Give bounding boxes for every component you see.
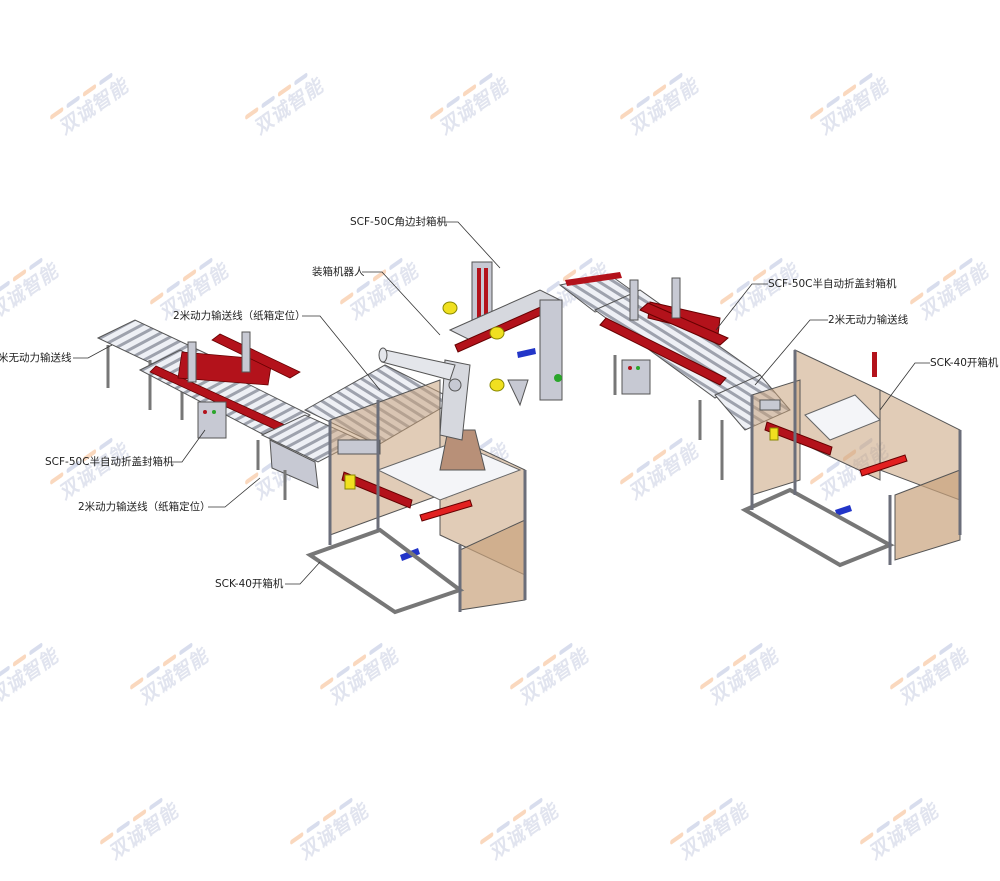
label-packing-robot: 装箱机器人 <box>312 266 365 278</box>
label-powered-conveyor-bottom: 2米动力输送线（纸箱定位） <box>78 501 211 513</box>
label-semi-auto-sealer-left: SCF-50C半自动折盖封箱机 <box>45 456 174 468</box>
case-erector-right <box>740 349 962 568</box>
leader-line-case-erector-left <box>285 561 321 585</box>
corner-sealer <box>442 261 647 407</box>
leader-line-semi-auto-sealer-left <box>168 429 206 463</box>
semi-auto-sealer-left <box>138 331 312 470</box>
packing-robot <box>378 347 486 471</box>
label-corner-sealer: SCF-50C角边封箱机 <box>350 216 448 228</box>
leader-line-semi-auto-sealer-right <box>715 283 768 331</box>
leader-line-powered-conveyor-top <box>302 315 381 391</box>
label-unpowered-conveyor-right: 2米无动力输送线 <box>828 314 909 326</box>
label-case-erector-left: SCK-40开箱机 <box>215 578 284 590</box>
label-case-erector-right: SCK-40开箱机 <box>930 357 999 369</box>
semi-auto-sealer-right <box>594 277 761 440</box>
case-erector-left <box>305 379 527 615</box>
leader-line-unpowered-conveyor-left <box>73 344 113 359</box>
leader-line-case-erector-right <box>879 362 930 411</box>
label-semi-auto-sealer-right: SCF-50C半自动折盖封箱机 <box>768 278 897 290</box>
packaging-line-diagram: 双诚智能双诚智能双诚智能双诚智能双诚智能双诚智能双诚智能双诚智能双诚智能双诚智能… <box>0 72 999 864</box>
leader-line-powered-conveyor-bottom <box>208 477 261 508</box>
leader-line-packing-robot <box>362 271 441 336</box>
leader-line-unpowered-conveyor-right <box>754 319 828 386</box>
leader-lines <box>73 221 930 585</box>
label-powered-conveyor-top: 2米动力输送线（纸箱定位） <box>173 310 306 322</box>
label-unpowered-conveyor-left: 米无动力输送线 <box>0 352 72 364</box>
leader-line-corner-sealer <box>440 221 501 269</box>
machinery-illustration <box>73 221 962 615</box>
